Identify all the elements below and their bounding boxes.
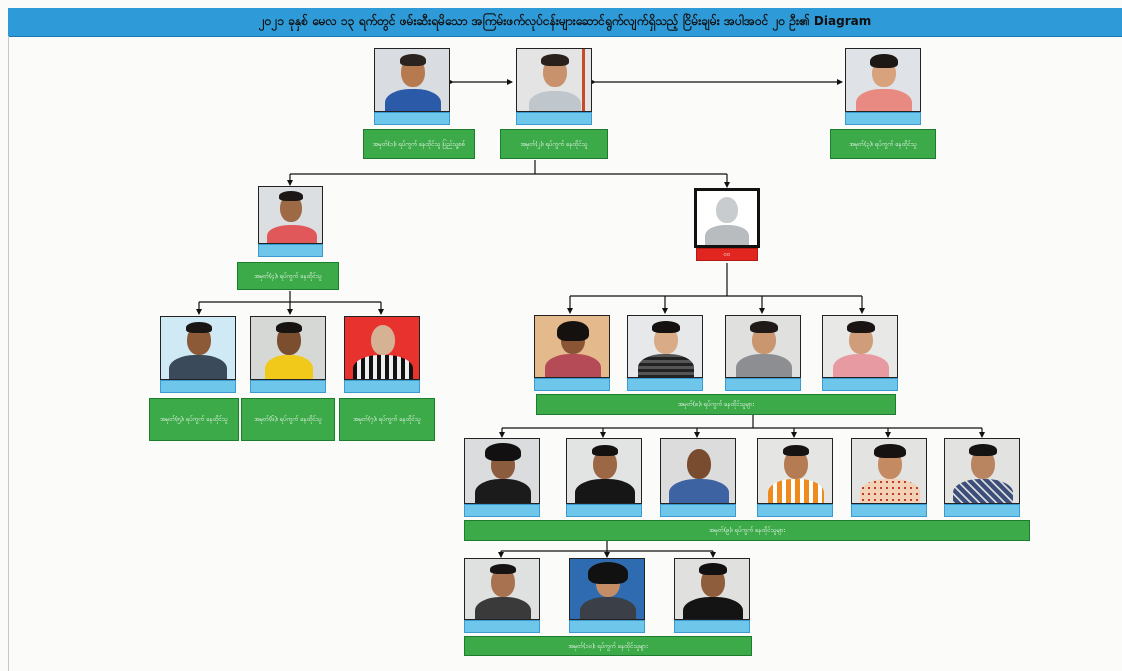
person-name-tag: [464, 620, 540, 633]
person-name-tag: [250, 380, 326, 393]
person-info-box: အမှတ်(၇)၊ ရပ်ကွက် နေထိုင်သူ: [339, 398, 435, 441]
person-info-box: အမှတ်(၃)၊ ရပ်ကွက် နေထိုင်သူ: [830, 129, 936, 159]
person-name-tag: [660, 504, 736, 517]
person-photo: [725, 315, 801, 378]
person-name-tag: [674, 620, 750, 633]
person-name-tag: [258, 244, 323, 257]
person-photo: [944, 438, 1020, 504]
person-name-tag: [344, 380, 420, 393]
person-photo: [250, 316, 326, 380]
person-photo: [845, 48, 921, 112]
person-name-tag: [569, 620, 645, 633]
person-name-tag: [822, 378, 898, 391]
person-photo: [534, 315, 610, 378]
person-photo: [344, 316, 420, 380]
person-photo: [464, 558, 540, 620]
person-info-box: အမှတ်(၂)၊ ရပ်ကွက် နေထိုင်သူ: [500, 129, 608, 159]
person-name-tag: [534, 378, 610, 391]
person-photo: [822, 315, 898, 378]
person-info-box: အမှတ်(၁)၊ ရပ်ကွက် နေထိုင်သူ ပြည်သူ့စစ်: [363, 129, 475, 159]
person-photo: [660, 438, 736, 504]
person-info-box: အမှတ်(၆)၊ ရပ်ကွက် နေထိုင်သူ: [241, 398, 335, 441]
person-photo: [464, 438, 540, 504]
person-name-tag: [725, 378, 801, 391]
person-info-box: အမှတ်(၅)၊ ရပ်ကွက် နေထိုင်သူ: [149, 398, 239, 441]
person-name-tag: [516, 112, 592, 125]
person-photo: [160, 316, 236, 380]
person-name-tag: [374, 112, 450, 125]
person-photo: [516, 48, 592, 112]
diagram-title: ၂၀၂၁ ခုနှစ် မေလ ၁၃ ရက်တွင် ဖမ်းဆီးရမိသော…: [8, 8, 1122, 37]
person-photo: [374, 48, 450, 112]
person-name-tag: [627, 378, 703, 391]
person-name-tag: [944, 504, 1020, 517]
person-photo: [566, 438, 642, 504]
person-photo: [674, 558, 750, 620]
person-photo: [757, 438, 833, 504]
person-name-tag: [160, 380, 236, 393]
person-info-box: အမှတ်(၄)၊ ရပ်ကွက် နေထိုင်သူ: [237, 262, 339, 290]
person-photo: [258, 186, 323, 244]
left-border-line: [8, 36, 9, 671]
unknown-person-tag: ဝဝ: [696, 248, 758, 261]
person-photo: [851, 438, 927, 504]
person-name-tag: [851, 504, 927, 517]
person-photo: [569, 558, 645, 620]
person-name-tag: [464, 504, 540, 517]
person-photo: [627, 315, 703, 378]
group-info-box: အမှတ်(၁၀)၊ ရပ်ကွက် နေထိုင်သူများ: [464, 636, 752, 656]
person-name-tag: [566, 504, 642, 517]
person-name-tag: [757, 504, 833, 517]
unknown-person-silhouette: [694, 188, 760, 248]
group-info-box: အမှတ်(၉)၊ ရပ်ကွက် နေထိုင်သူများ: [464, 520, 1030, 541]
person-name-tag: [845, 112, 921, 125]
group-info-box: အမှတ်(၈)၊ ရပ်ကွက် နေထိုင်သူများ: [536, 394, 896, 415]
